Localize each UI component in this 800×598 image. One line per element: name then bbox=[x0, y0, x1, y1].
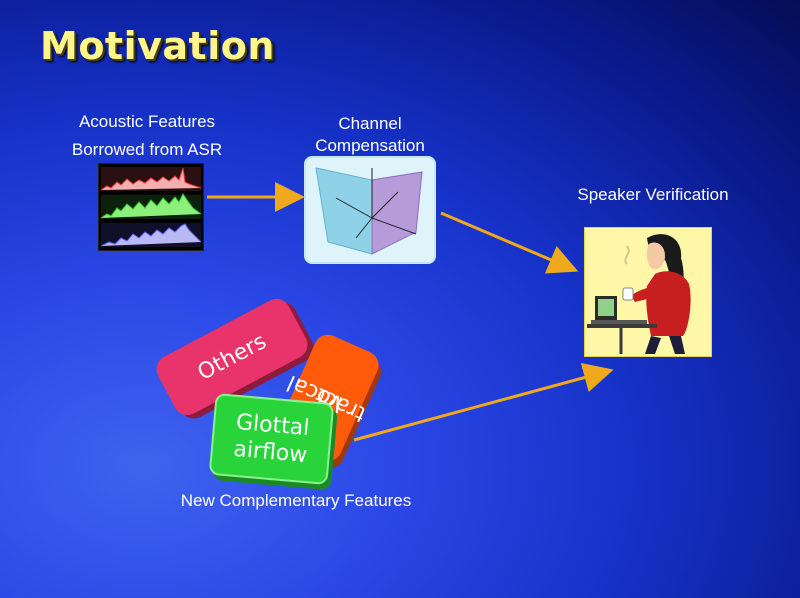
woman-with-laptop-graphic bbox=[585, 228, 711, 356]
arrow-compensation-to-verification bbox=[440, 211, 579, 274]
channel-compensation-label: Channel Compensation bbox=[290, 112, 450, 158]
glottal-airflow-line2: airflow bbox=[232, 436, 309, 469]
glottal-airflow-block: Glottal airflow bbox=[208, 392, 335, 486]
acoustic-features-line2: Borrowed from ASR bbox=[71, 140, 223, 159]
spectrogram-image bbox=[98, 163, 204, 251]
arrow-new-features-to-verification bbox=[353, 363, 614, 442]
new-complementary-features-label: New Complementary Features bbox=[180, 491, 412, 510]
channel-compensation-line2: Compensation bbox=[315, 136, 425, 155]
subspace-graphic bbox=[315, 167, 423, 255]
channel-compensation-line1: Channel bbox=[338, 114, 402, 133]
channel-compensation-image bbox=[306, 158, 434, 262]
slide-title: Motivation bbox=[40, 24, 275, 68]
speaker-verification-label: Speaker Verification bbox=[577, 185, 729, 204]
speaker-image bbox=[584, 227, 712, 357]
acoustic-features-label: Acoustic Features Borrowed from ASR bbox=[52, 110, 242, 162]
acoustic-features-line1: Acoustic Features bbox=[78, 112, 216, 131]
spectrogram-graphic bbox=[99, 164, 203, 250]
